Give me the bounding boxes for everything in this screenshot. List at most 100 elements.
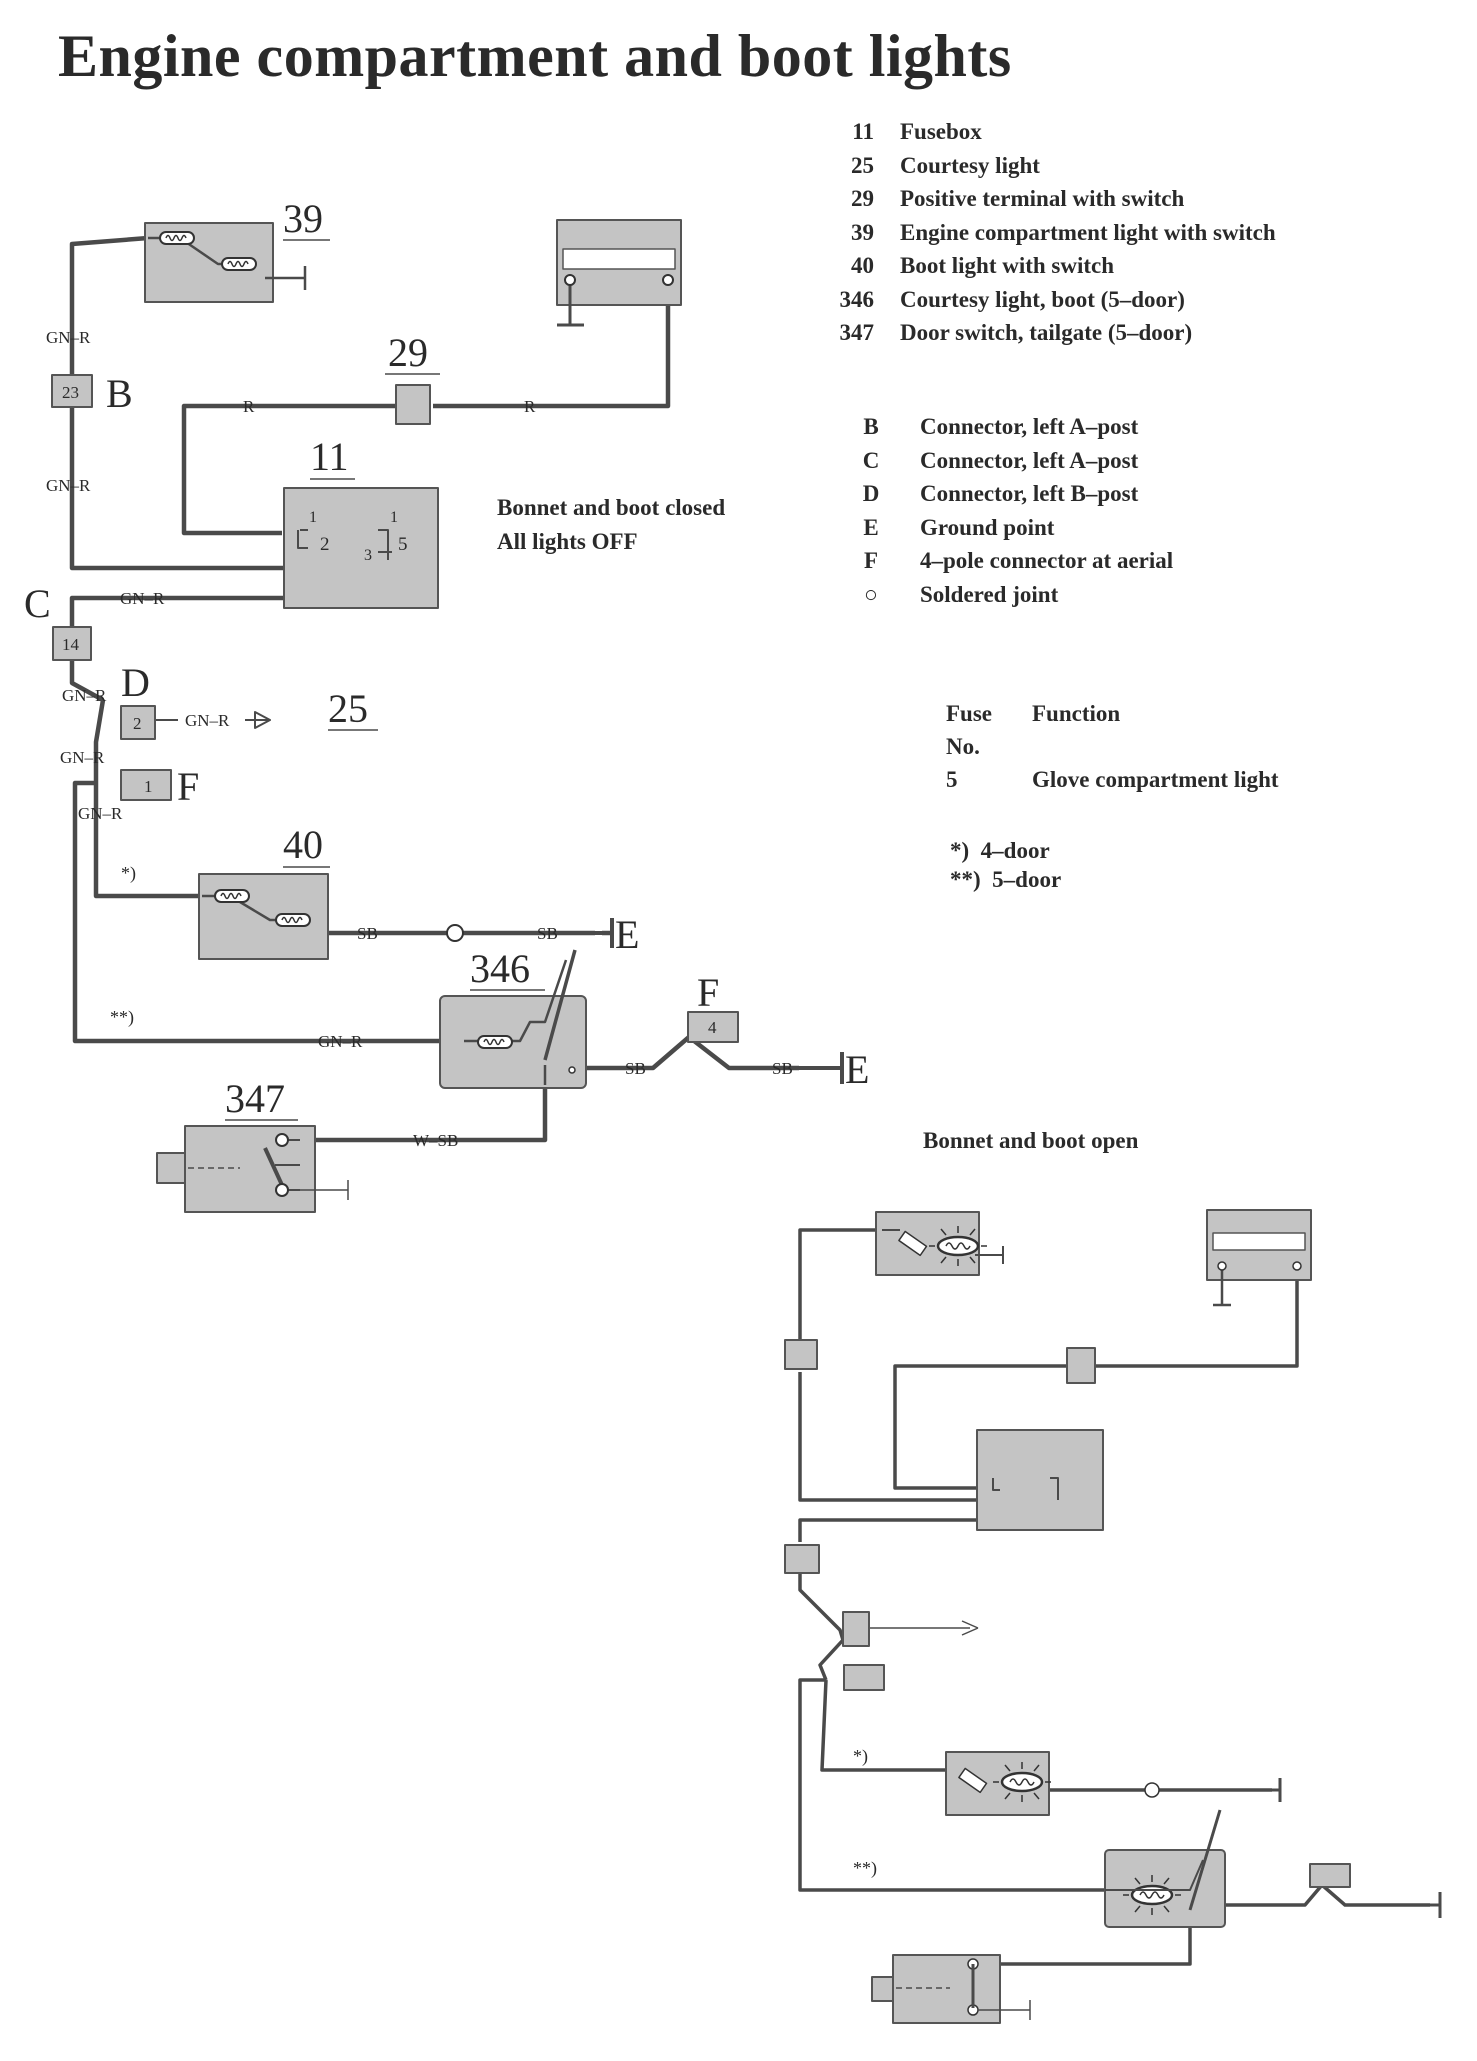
fuse-table: Fuse Function No. 5 Glove compartment li… (946, 697, 1279, 796)
wire-open-f-40 (820, 1679, 945, 1772)
legend-code: 346 (839, 286, 875, 312)
wire-f-346 (72, 780, 464, 1044)
label-e-346: E (845, 1047, 869, 1092)
wire-r-fusebox-29 (181, 403, 398, 536)
legend-row: 39 Engine compartment light with switch (810, 216, 1276, 250)
switch-347-contact-2 (275, 1183, 289, 1197)
wire-label-gnr: GN–R (185, 711, 230, 730)
closed-diagram-labels: 39 29 11 25 40 346 347 B C D F F E E 23 … (24, 196, 869, 1150)
fuse-number: 5 (946, 767, 958, 792)
open-state-diagram: *) **) (784, 1209, 1442, 2024)
fusebox-pin-3: 3 (364, 547, 372, 564)
wire-label-r: R (243, 397, 255, 416)
footnote-text: 5–door (992, 867, 1062, 892)
footnote-mark: *) (950, 838, 970, 863)
no-header: No. (946, 734, 980, 759)
connector-c-open (784, 1544, 820, 1574)
legend-row: ○Soldered joint (855, 578, 1173, 612)
fusebox-11 (283, 487, 439, 609)
wire-346-open-internal (1105, 1859, 1204, 1891)
wire-label-gnr: GN–R (60, 748, 105, 767)
status-open: Bonnet and boot open (923, 1128, 1139, 1153)
legend-code: 25 (851, 152, 874, 178)
pin-14: 14 (62, 635, 80, 654)
legend-text: Courtesy light (900, 152, 1040, 178)
ground-open-346 (1430, 1892, 1442, 1918)
connector-f-open (843, 1664, 885, 1691)
ground-open-40 (1272, 1778, 1282, 1802)
closed-state-diagram (51, 219, 844, 1213)
connector-d (120, 705, 156, 740)
fusebox-terminal-right (378, 529, 392, 560)
wire-label-gnr: GN–R (78, 804, 123, 823)
label-29: 29 (388, 330, 428, 375)
page-title: Engine compartment and boot lights (58, 23, 1012, 89)
function-header: Function (1032, 701, 1121, 726)
wire-open-d-f (818, 1638, 845, 1681)
status-closed-line2: All lights OFF (497, 529, 638, 554)
component-39-open (875, 1211, 980, 1276)
legend-code: 29 (851, 186, 874, 211)
legend-text: Connector, left A–post (920, 414, 1139, 439)
soldered-joint-icon: ○ (864, 581, 878, 607)
legend-text: Engine compartment light with switch (900, 219, 1276, 245)
label-346: 346 (470, 946, 530, 991)
wire-d-f (93, 699, 106, 783)
wire-label-sb: SB (625, 1059, 646, 1078)
legend-code: D (862, 481, 880, 506)
wire-f-40 (93, 783, 199, 899)
switch-39-open (898, 1230, 928, 1257)
pin-4: 4 (708, 1018, 717, 1037)
switch-40-open (958, 1767, 988, 1794)
switch-346-lever (543, 949, 577, 1061)
wire-label-sb: SB (357, 924, 378, 943)
legend-code: C (862, 447, 880, 473)
wire-open-f-346 (798, 1678, 1105, 1892)
legend-text: Connector, left A–post (920, 447, 1139, 473)
label-f4: F (697, 970, 719, 1015)
label-e-40: E (615, 912, 639, 957)
fuse-table-header: Fuse Function (946, 697, 1279, 730)
footnote-ref: **) (853, 1858, 877, 1879)
connector-b (51, 374, 93, 408)
legend-code: 11 (852, 119, 874, 144)
arrow-open-to-25 (961, 1620, 979, 1636)
fusebox-pin-2: 2 (320, 534, 330, 555)
footnote-ref: *) (121, 863, 136, 884)
legend-code: B (863, 414, 879, 439)
connector-legend: B Connector, left A–post C Connector, left… (855, 410, 1173, 611)
wire-open-39 (798, 1228, 879, 1342)
label-40: 40 (283, 822, 323, 867)
battery-open-neg-dot (1217, 1261, 1227, 1271)
battery-neg-dot (564, 274, 576, 286)
fusebox-pin-1b: 1 (390, 509, 398, 526)
footnote: **) 5–door (950, 865, 1061, 894)
legend-row: 25 Courtesy light (810, 149, 1276, 183)
component-347-open (892, 1954, 1001, 2024)
fuse-header: Fuse (946, 701, 992, 726)
component-347 (184, 1125, 316, 1213)
ground-347-open (978, 2000, 1031, 2020)
label-11: 11 (310, 434, 349, 479)
footnote-mark: **) (950, 867, 981, 892)
wire-label-sb: SB (772, 1059, 793, 1078)
legend-code: 39 (851, 219, 874, 245)
wire-gnr-39 (69, 235, 149, 375)
legend-text: Boot light with switch (900, 253, 1115, 278)
battery-open-neg (1213, 1270, 1231, 1307)
soldered-joint (446, 924, 464, 942)
label-c: C (24, 581, 51, 626)
fuse-table-header-no: No. (946, 730, 1279, 763)
wire-label-sb: SB (537, 924, 558, 943)
switch-347-contact-1 (275, 1133, 289, 1147)
label-347: 347 (225, 1076, 285, 1121)
fusebox-open-terminals (992, 1477, 1059, 1500)
table-row: 5 Glove compartment light (946, 763, 1279, 796)
footnote-ref: *) (853, 1746, 868, 1767)
component-347-plug-open (871, 1976, 894, 2002)
